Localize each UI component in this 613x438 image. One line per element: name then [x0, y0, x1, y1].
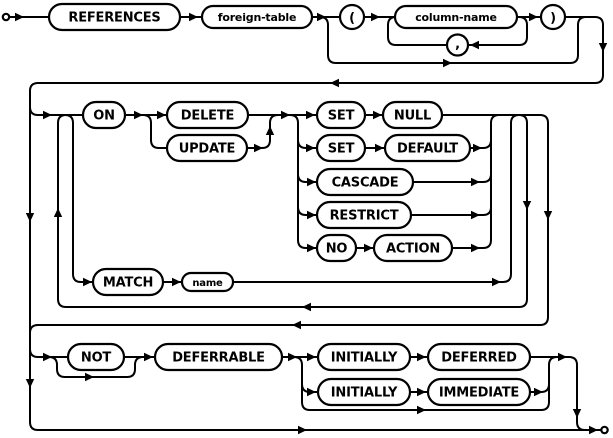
node-column-name-label: column-name — [415, 11, 497, 24]
node-foreign-table-label: foreign-table — [218, 11, 296, 24]
node-cascade-label: CASCADE — [332, 176, 399, 191]
node-restrict-label: RESTRICT — [330, 209, 399, 224]
node-set-1-box — [315, 100, 367, 130]
node-no-box — [315, 233, 358, 263]
node-deferred: DEFERRED — [426, 342, 532, 372]
node-delete-label: DELETE — [181, 109, 234, 124]
node-match-label: MATCH — [103, 276, 153, 291]
node-on: ON — [81, 100, 127, 130]
node-set-1: SET — [315, 100, 367, 130]
node-name-label: name — [192, 278, 223, 289]
node-match-box — [91, 267, 165, 297]
rail-action-branch — [289, 114, 317, 249]
node-initially-2-label: INITIALLY — [331, 386, 398, 401]
node-close-paren-label: ) — [550, 11, 556, 26]
node-action-box — [372, 233, 454, 263]
arrowheads — [15, 12, 608, 435]
node-cascade: CASCADE — [315, 167, 415, 197]
arrow-right-icon — [15, 12, 598, 435]
rail-parens-bypass — [319, 16, 587, 64]
node-initially-1-label: INITIALLY — [331, 351, 398, 366]
node-comma-box — [445, 33, 470, 57]
node-delete-box — [165, 100, 250, 130]
node-open-paren-label: ( — [349, 11, 355, 26]
node-deferrable: DEFERRABLE — [153, 342, 284, 372]
node-delete: DELETE — [165, 100, 250, 130]
node-not-box — [66, 342, 126, 372]
node-not: NOT — [66, 342, 126, 372]
node-update-box — [165, 133, 249, 163]
node-set-2: SET — [315, 133, 367, 163]
node-comma-label: , — [455, 37, 460, 52]
node-immediate-label: IMMEDIATE — [439, 386, 519, 401]
end-terminal-icon — [600, 425, 609, 435]
node-immediate: IMMEDIATE — [426, 377, 532, 407]
rail-not-bypass — [48, 356, 144, 378]
node-deferred-label: DEFERRED — [441, 351, 517, 366]
node-references: REFERENCES — [47, 2, 182, 32]
node-update-label: UPDATE — [179, 142, 235, 157]
start-terminal-icon — [1, 12, 11, 22]
node-initially-2: INITIALLY — [316, 377, 412, 407]
rail-comma-loop — [387, 16, 528, 46]
rail-left-spine — [29, 91, 601, 431]
node-match: MATCH — [91, 267, 165, 297]
node-immediate-box — [426, 377, 532, 407]
node-restrict: RESTRICT — [315, 200, 413, 230]
rail-repeat-loopback — [57, 114, 528, 308]
node-no: NO — [315, 233, 358, 263]
node-deferred-box — [426, 342, 532, 372]
node-open-paren-box — [338, 3, 366, 31]
node-references-label: REFERENCES — [68, 11, 160, 26]
node-initially-2-box — [316, 377, 412, 407]
node-foreign-table: foreign-table — [200, 4, 314, 30]
node-initially-1-box — [316, 342, 412, 372]
node-close-paren: ) — [539, 3, 567, 31]
node-null-label: NULL — [394, 109, 431, 124]
node-default-box — [383, 133, 472, 163]
node-null: NULL — [381, 100, 444, 130]
node-action-label: ACTION — [386, 242, 440, 257]
node-name: name — [180, 271, 235, 293]
node-name-box — [180, 271, 235, 293]
node-open-paren: ( — [338, 3, 366, 31]
rail-section-exit — [29, 123, 549, 334]
node-column-name: column-name — [393, 4, 519, 30]
node-close-paren-box — [539, 3, 567, 31]
rail-update-branch — [142, 114, 279, 149]
node-cascade-box — [315, 167, 415, 197]
node-default: DEFAULT — [383, 133, 472, 163]
node-action: ACTION — [372, 233, 454, 263]
node-initially-1: INITIALLY — [316, 342, 412, 372]
node-not-label: NOT — [81, 351, 112, 366]
node-null-box — [381, 100, 444, 130]
node-default-label: DEFAULT — [397, 142, 458, 157]
node-update: UPDATE — [165, 133, 249, 163]
node-set-1-label: SET — [328, 109, 355, 124]
node-column-name-box — [393, 4, 519, 30]
node-on-label: ON — [93, 109, 115, 124]
node-comma: , — [445, 33, 470, 57]
node-restrict-box — [315, 200, 413, 230]
node-deferrable-box — [153, 342, 284, 372]
node-no-label: NO — [326, 242, 348, 257]
node-set-2-box — [315, 133, 367, 163]
node-foreign-table-box — [200, 4, 314, 30]
node-on-box — [81, 100, 127, 130]
node-set-2-label: SET — [328, 142, 355, 157]
node-references-box — [47, 2, 182, 32]
node-deferrable-label: DEFERRABLE — [172, 351, 265, 366]
